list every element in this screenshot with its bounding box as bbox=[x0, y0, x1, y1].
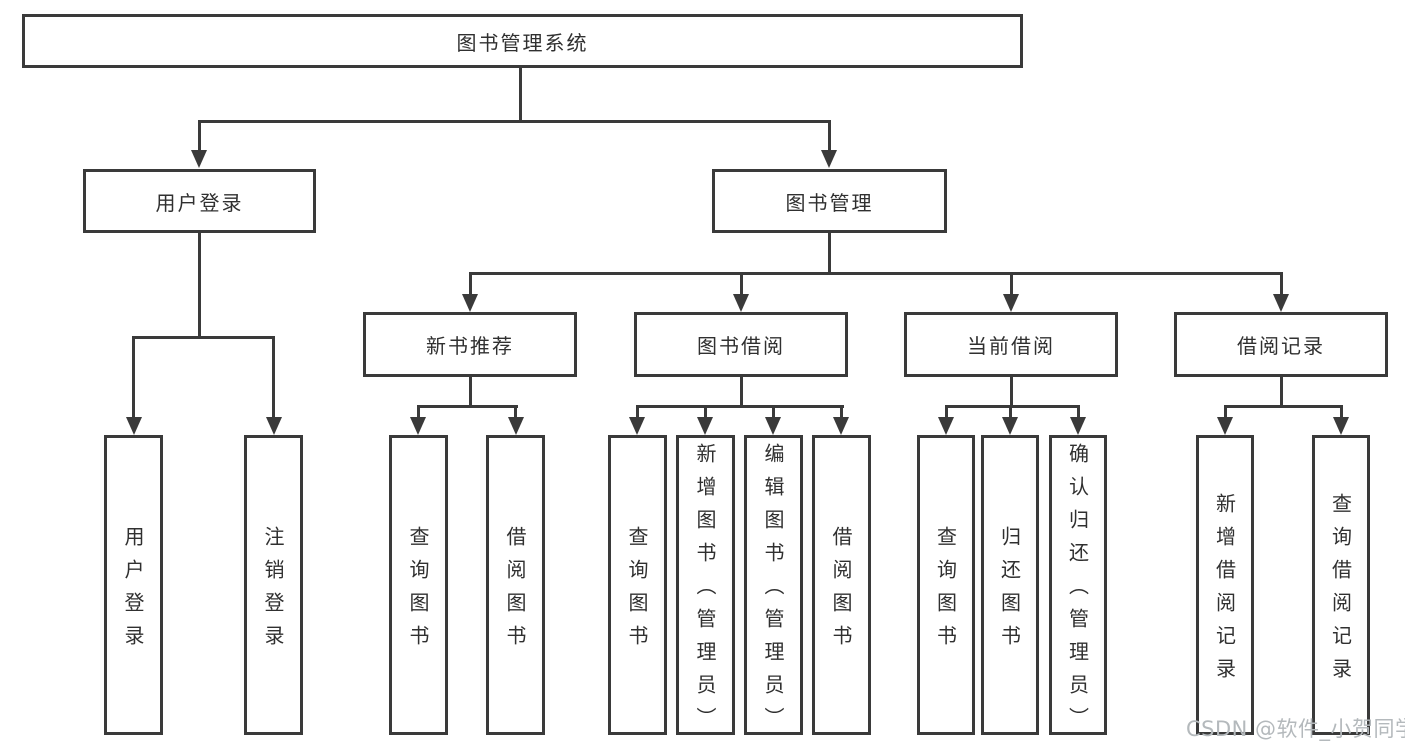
leaf-label: 查询图书 bbox=[933, 525, 958, 658]
arrowhead-icon bbox=[191, 150, 207, 168]
connector-line bbox=[945, 405, 948, 418]
leaf-user-login: 用户登录 bbox=[104, 435, 163, 735]
arrowhead-icon bbox=[508, 417, 524, 435]
leaf-label: 用户登录 bbox=[121, 525, 145, 658]
arrowhead-icon bbox=[1217, 417, 1233, 435]
connector-line bbox=[417, 405, 518, 408]
leaf-label: 编辑图书（管理员） bbox=[761, 443, 785, 740]
leaf-borrow-books-recommend: 借阅图书 bbox=[486, 435, 545, 735]
connector-line bbox=[469, 377, 472, 405]
connector-line bbox=[1077, 405, 1080, 418]
leaf-add-borrow-record: 新增借阅记录 bbox=[1196, 435, 1254, 735]
node-book-borrow: 图书借阅 bbox=[634, 312, 848, 377]
connector-line bbox=[1224, 405, 1227, 418]
connector-line bbox=[469, 272, 472, 295]
connector-line bbox=[1280, 377, 1283, 405]
connector-line bbox=[132, 336, 135, 418]
connector-line bbox=[198, 233, 201, 337]
arrowhead-icon bbox=[1333, 417, 1349, 435]
leaf-query-borrow-record: 查询借阅记录 bbox=[1312, 435, 1370, 735]
leaf-borrow-books: 借阅图书 bbox=[812, 435, 871, 735]
leaf-label: 确认归还（管理员） bbox=[1065, 443, 1090, 740]
csdn-watermark: CSDN @软件_小贺同学 bbox=[1186, 717, 1405, 741]
connector-line bbox=[519, 68, 522, 120]
connector-line bbox=[1340, 405, 1343, 418]
arrowhead-icon bbox=[1070, 417, 1086, 435]
arrowhead-icon bbox=[1002, 417, 1018, 435]
arrowhead-icon bbox=[462, 294, 478, 312]
connector-line bbox=[1009, 405, 1012, 418]
arrowhead-icon bbox=[733, 294, 749, 312]
arrowhead-icon bbox=[266, 417, 282, 435]
leaf-label: 借阅图书 bbox=[829, 525, 853, 658]
arrowhead-icon bbox=[126, 417, 142, 435]
leaf-label: 注销登录 bbox=[261, 525, 285, 658]
arrowhead-icon bbox=[410, 417, 426, 435]
leaf-add-book-admin: 新增图书（管理员） bbox=[676, 435, 735, 740]
node-book-management: 图书管理 bbox=[712, 169, 947, 233]
leaf-label: 新增图书（管理员） bbox=[693, 443, 717, 740]
leaf-query-books-recommend: 查询图书 bbox=[389, 435, 448, 735]
arrowhead-icon bbox=[629, 417, 645, 435]
connector-line bbox=[198, 120, 201, 151]
leaf-label: 查询图书 bbox=[406, 525, 430, 658]
connector-line bbox=[514, 405, 517, 418]
leaf-label: 新增借阅记录 bbox=[1212, 492, 1237, 691]
node-user-login: 用户登录 bbox=[83, 169, 316, 233]
arrowhead-icon bbox=[765, 417, 781, 435]
connector-line bbox=[945, 405, 1080, 408]
leaf-label: 查询图书 bbox=[625, 525, 649, 658]
connector-line bbox=[469, 272, 1283, 275]
connector-line bbox=[1010, 377, 1013, 405]
leaf-label: 归还图书 bbox=[997, 525, 1022, 658]
arrowhead-icon bbox=[697, 417, 713, 435]
connector-line bbox=[636, 405, 639, 418]
arrowhead-icon bbox=[833, 417, 849, 435]
connector-line bbox=[740, 377, 743, 405]
leaf-edit-book-admin: 编辑图书（管理员） bbox=[744, 435, 803, 740]
arrowhead-icon bbox=[1273, 294, 1289, 312]
node-borrow-records: 借阅记录 bbox=[1174, 312, 1388, 377]
leaf-return-book: 归还图书 bbox=[981, 435, 1039, 735]
connector-line bbox=[840, 405, 843, 418]
connector-line bbox=[828, 120, 831, 151]
arrowhead-icon bbox=[1003, 294, 1019, 312]
leaf-label: 查询借阅记录 bbox=[1328, 492, 1353, 691]
connector-line bbox=[1010, 272, 1013, 295]
arrowhead-icon bbox=[938, 417, 954, 435]
connector-line bbox=[1280, 272, 1283, 295]
connector-line bbox=[417, 405, 420, 418]
leaf-confirm-return-admin: 确认归还（管理员） bbox=[1049, 435, 1107, 740]
connector-line bbox=[704, 405, 707, 418]
node-new-book-recommend: 新书推荐 bbox=[363, 312, 577, 377]
leaf-logout: 注销登录 bbox=[244, 435, 303, 735]
connector-line bbox=[828, 233, 831, 272]
leaf-query-books-borrow: 查询图书 bbox=[608, 435, 667, 735]
leaf-query-books-current: 查询图书 bbox=[917, 435, 975, 735]
connector-line bbox=[772, 405, 775, 418]
node-current-borrow: 当前借阅 bbox=[904, 312, 1118, 377]
leaf-label: 借阅图书 bbox=[503, 525, 527, 658]
connector-line bbox=[272, 336, 275, 418]
arrowhead-icon bbox=[821, 150, 837, 168]
connector-line bbox=[740, 272, 743, 295]
node-root: 图书管理系统 bbox=[22, 14, 1023, 68]
connector-line bbox=[132, 336, 275, 339]
connector-line bbox=[636, 405, 844, 408]
connector-line bbox=[1224, 405, 1343, 408]
connector-line bbox=[198, 120, 831, 123]
